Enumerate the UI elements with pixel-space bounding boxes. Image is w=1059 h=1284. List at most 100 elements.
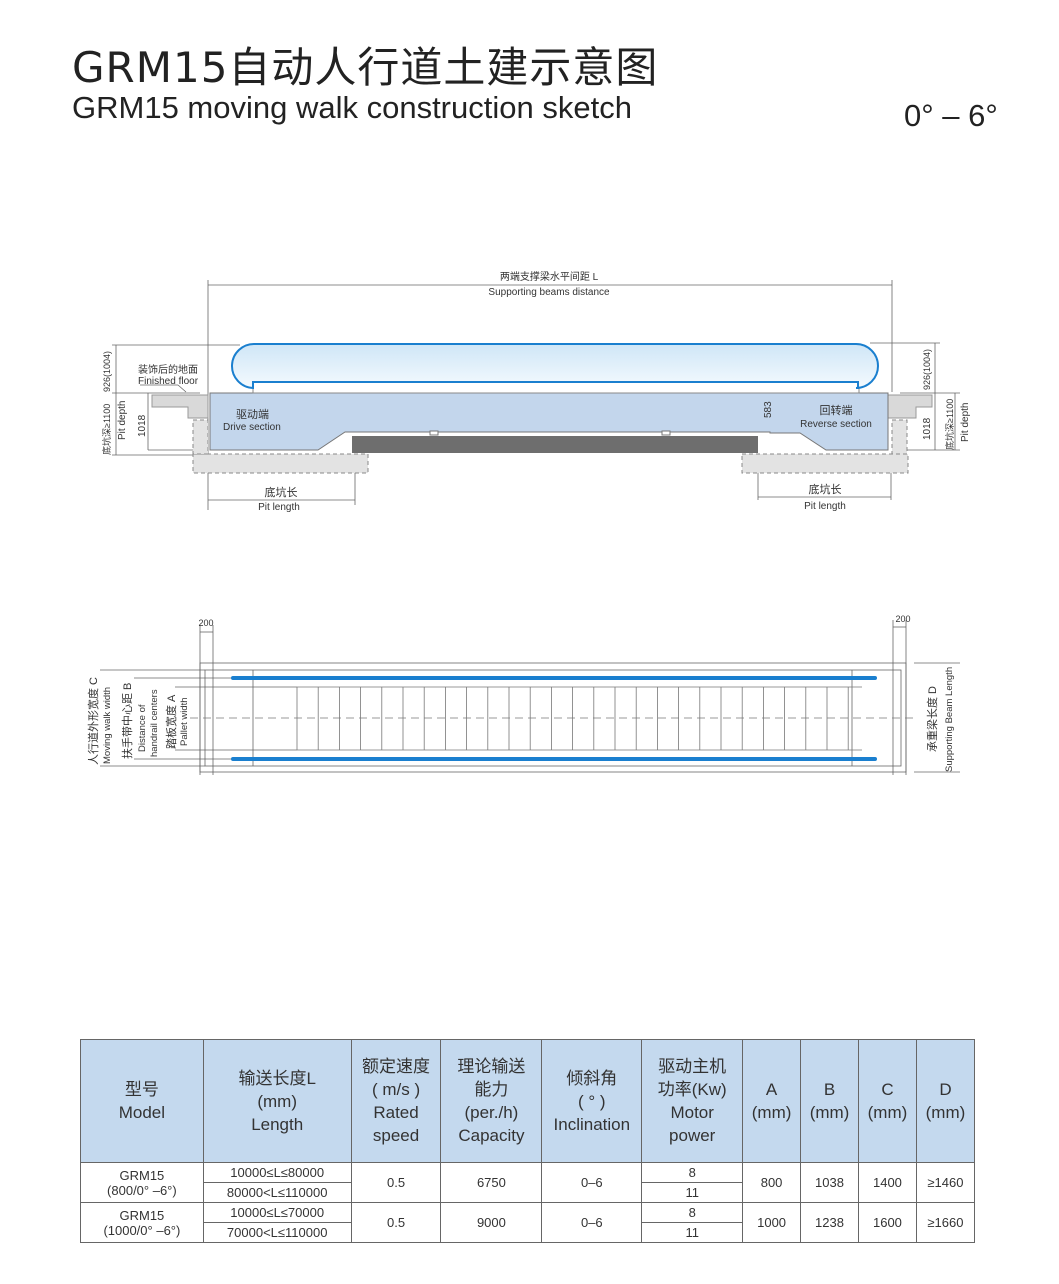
- table-cell: 1238: [800, 1202, 859, 1243]
- cell-text: GRM15: [119, 1167, 165, 1183]
- table-cell: 10000≤L≤80000: [202, 1162, 352, 1183]
- beam-d-cn: 承重梁长度 D: [925, 686, 939, 752]
- reverse-section-en: Reverse section: [800, 419, 872, 430]
- cell-text: 9000: [476, 1215, 506, 1230]
- cell-text: 11: [685, 1185, 699, 1200]
- side-view-diagram: 两端支撑梁水平间距 L Supporting beams distance 装饰…: [101, 270, 971, 513]
- cell-text: 70000<L≤110000: [226, 1225, 328, 1240]
- cell-text: GRM15: [119, 1207, 165, 1223]
- header-text: 额定速度: [362, 1057, 431, 1076]
- table-cell: 0–6: [541, 1162, 643, 1203]
- pit-depth-en-right: Pit depth: [960, 403, 971, 442]
- table-cell: 800: [742, 1162, 802, 1203]
- support-beam: [352, 436, 758, 453]
- supporting-label-en: Supporting beams distance: [488, 287, 610, 298]
- header-text: Length: [251, 1114, 304, 1134]
- header-text: speed: [372, 1126, 420, 1145]
- table-cell: GRM15(800/0° –6°): [80, 1162, 204, 1203]
- height-dim-right: 926(1004): [922, 349, 932, 390]
- table-row: 80000<L≤110000 11: [81, 1182, 975, 1203]
- cell-text: 800: [760, 1175, 783, 1190]
- table-cell: 1000: [742, 1202, 802, 1243]
- truss-body: [209, 392, 889, 451]
- header-text: 驱动主机: [658, 1057, 727, 1076]
- handrail-b-en2: handrail centers: [149, 689, 160, 757]
- cell-text: 0–6: [580, 1175, 603, 1190]
- pit-outline-left: [192, 453, 369, 474]
- header-text: 理论输送: [457, 1057, 526, 1076]
- width-c-cn: 人行道外形宽度 C: [86, 677, 100, 765]
- floor-slab-left: [151, 394, 209, 419]
- header-text: 倾斜角: [566, 1068, 618, 1088]
- cell-text: 1600: [872, 1215, 902, 1230]
- cell-text: 1400: [872, 1175, 902, 1190]
- angle-range: 0° – 6°: [904, 98, 998, 133]
- table-cell: GRM15(1000/0° –6°): [80, 1202, 204, 1243]
- height-dim-left: 926(1004): [102, 351, 112, 392]
- header-text: D: [939, 1080, 952, 1099]
- width-c-en: Moving walk width: [102, 687, 113, 764]
- header-text: power: [669, 1126, 716, 1145]
- drive-section-cn: 驱动端: [236, 408, 269, 421]
- header-text: (mm): [925, 1103, 966, 1122]
- dim-200-right: 200: [895, 614, 910, 624]
- header-text: C: [881, 1080, 894, 1099]
- cell-text: 10000≤L≤70000: [230, 1205, 325, 1220]
- table-cell: 1038: [800, 1162, 859, 1203]
- pit-length-cn-left: 底坑长: [265, 485, 298, 499]
- header-text: 功率(Kw): [657, 1080, 727, 1099]
- header-text: B: [823, 1080, 836, 1099]
- cell-text: ≥1460: [927, 1175, 964, 1190]
- cell-text: 0.5: [387, 1215, 406, 1230]
- table-cell: 80000<L≤110000: [202, 1182, 352, 1203]
- header-text: (mm): [809, 1103, 850, 1122]
- handrail-b-en1: Distance of: [137, 704, 148, 752]
- table-cell: ≥1660: [915, 1202, 976, 1243]
- header-text: 型号: [124, 1080, 159, 1099]
- table-cell: 6750: [440, 1162, 543, 1203]
- table-cell: 1400: [857, 1162, 917, 1203]
- page-title-cn: GRM15自动人行道土建示意图: [72, 43, 659, 92]
- cell-text: 0.5: [387, 1175, 406, 1190]
- cell-text: (800/0° –6°): [107, 1182, 177, 1198]
- header-cell: 理论输送能力(per./h)Capacity: [440, 1039, 543, 1163]
- header-cell: A(mm): [742, 1039, 802, 1163]
- pallet-steps: [296, 686, 862, 751]
- header-text: ( ° ): [578, 1091, 606, 1111]
- cell-text: ≥1660: [927, 1215, 964, 1230]
- table-cell: 0.5: [350, 1202, 442, 1243]
- dim-1018-right: 1018: [922, 417, 933, 440]
- reverse-section-cn: 回转端: [820, 403, 853, 417]
- pit-length-cn-right: 底坑长: [809, 482, 842, 496]
- dim-200-left: 200: [198, 618, 213, 628]
- table-cell: ≥1460: [915, 1162, 976, 1203]
- dim-583: 583: [763, 401, 774, 418]
- dim-1018-left: 1018: [137, 414, 148, 437]
- header-text: (mm): [751, 1103, 792, 1122]
- header-text: Capacity: [458, 1126, 525, 1145]
- pallet-a-cn: 踏板宽度 A: [164, 694, 178, 749]
- table-cell: 1600: [857, 1202, 917, 1243]
- pit-depth-en-left: Pit depth: [117, 401, 128, 440]
- cell-text: 8: [688, 1205, 696, 1220]
- header-text: (mm): [257, 1091, 298, 1111]
- pit-length-en-left: Pit length: [258, 502, 300, 513]
- table-cell: 11: [641, 1182, 744, 1203]
- table-cell: 10000≤L≤70000: [202, 1202, 352, 1223]
- table-cell: 70000<L≤110000: [202, 1222, 352, 1243]
- plan-view-diagram: 200 200 人行道外形宽度 C Moving walk width 扶手带中…: [86, 614, 960, 775]
- handrail-bottom: [231, 757, 877, 761]
- header-text: Inclination: [553, 1114, 631, 1134]
- table-cell: 0.5: [350, 1162, 442, 1203]
- table-cell: 9000: [440, 1202, 543, 1243]
- cell-text: 1000: [757, 1215, 787, 1230]
- pit-depth-cn-left: 底坑深≥1100: [101, 404, 112, 455]
- table-cell: 11: [641, 1222, 744, 1243]
- cell-text: 1038: [815, 1175, 844, 1190]
- finished-floor-en: Finished floor: [138, 376, 199, 387]
- cell-text: 10000≤L≤80000: [230, 1165, 325, 1180]
- pit-outline-right: [741, 453, 909, 474]
